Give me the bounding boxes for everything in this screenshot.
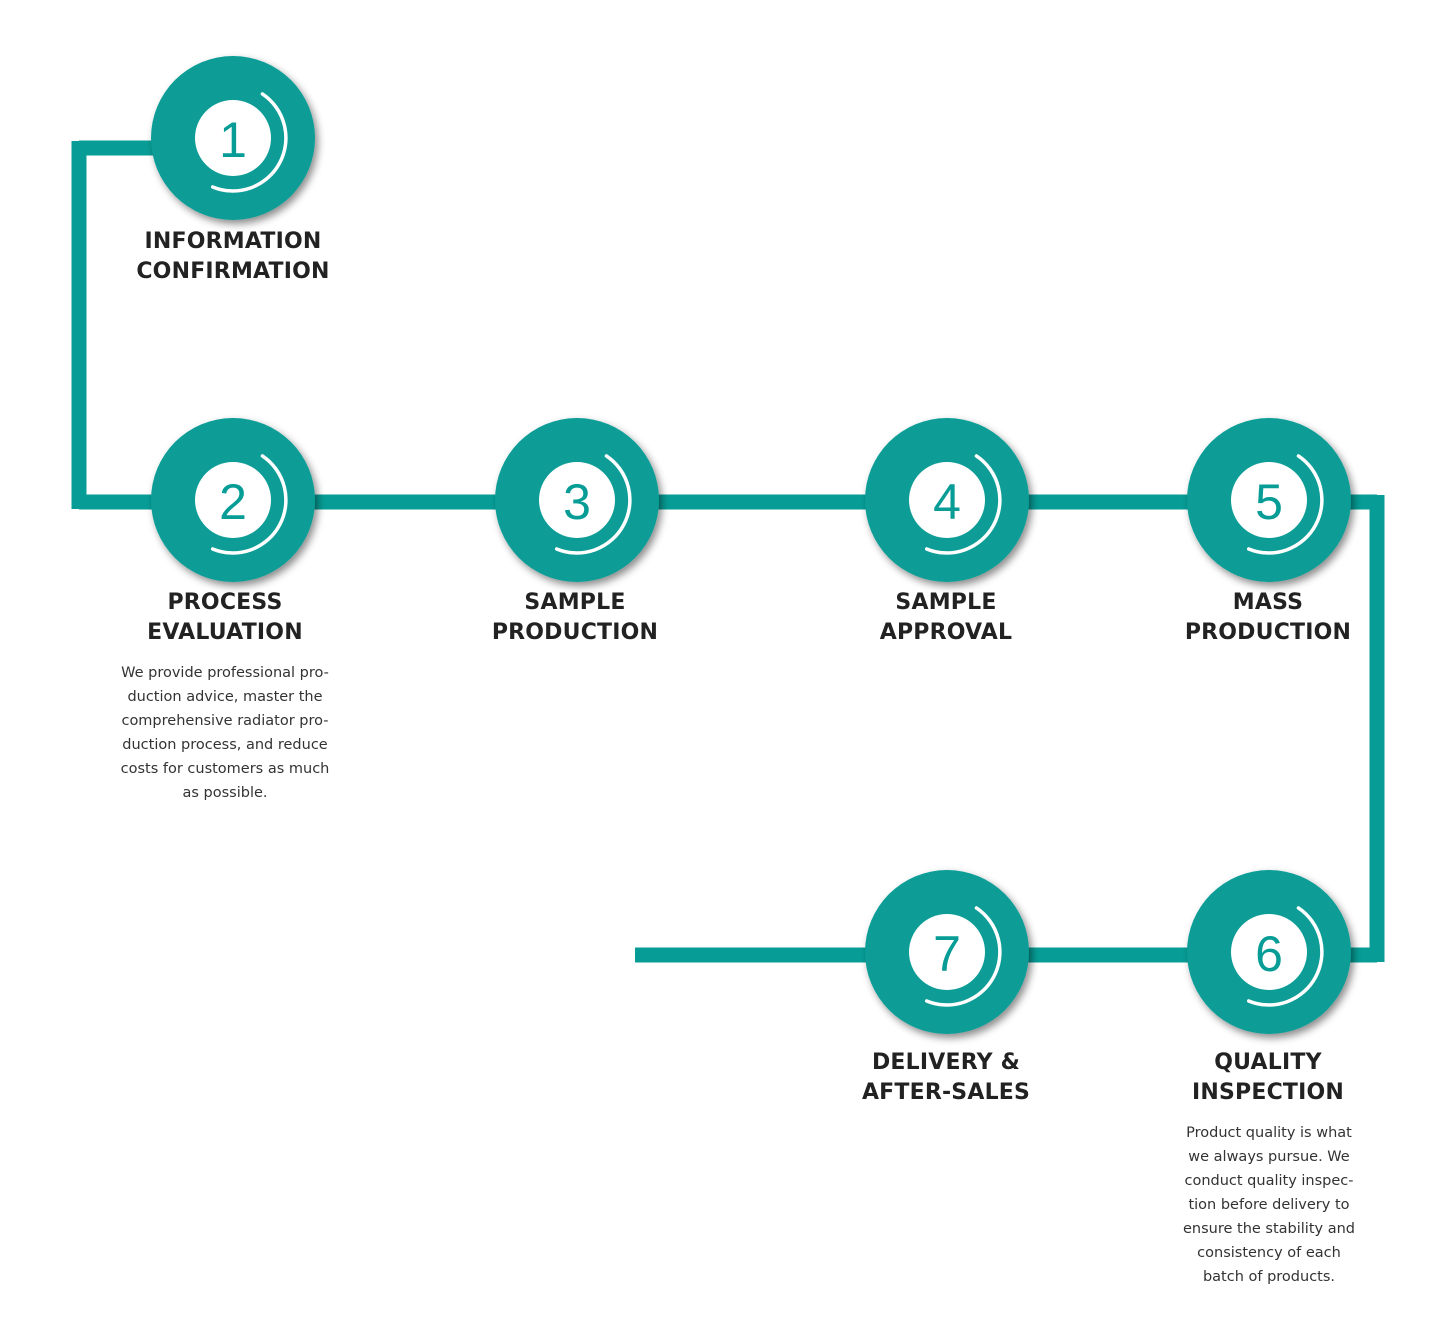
- step-title-1: INFORMATION CONFIRMATION: [103, 227, 363, 287]
- progress-arc-icon: [1246, 906, 1324, 1007]
- description-line: conduct quality inspec-: [1184, 1173, 1354, 1189]
- step-title-6: QUALITY INSPECTION: [1138, 1048, 1398, 1108]
- inner-circle: [539, 462, 615, 538]
- inner-circle: [909, 462, 985, 538]
- step-description-2: We provide professional pro- duction adv…: [110, 661, 340, 805]
- step-node-6: 6: [1187, 870, 1351, 1034]
- description-line: we always pursue. We: [1188, 1149, 1350, 1165]
- step-number: 1: [219, 112, 247, 168]
- step-title-line: APPROVAL: [879, 620, 1013, 645]
- step-title-line: CONFIRMATION: [136, 259, 330, 284]
- description-line: costs for customers as much: [120, 761, 330, 777]
- description-line: ensure the stability and: [1182, 1221, 1355, 1237]
- step-title-line: EVALUATION: [147, 620, 303, 645]
- step-title-line: PRODUCTION: [1184, 620, 1352, 645]
- step-node-5: 5: [1187, 418, 1351, 582]
- description-line: comprehensive radiator pro-: [121, 713, 329, 729]
- step-number: 6: [1255, 926, 1283, 982]
- inner-circle: [909, 914, 985, 990]
- description-line: duction advice, master the: [127, 689, 323, 705]
- description-line: duction process, and reduce: [122, 737, 328, 753]
- step-title-4: SAMPLE APPROVAL: [816, 588, 1076, 648]
- step-title-2: PROCESS EVALUATION: [95, 588, 355, 648]
- step-title-3: SAMPLE PRODUCTION: [445, 588, 705, 648]
- step-number: 2: [219, 474, 247, 530]
- inner-circle: [1231, 914, 1307, 990]
- step-title-line: INSPECTION: [1191, 1080, 1345, 1105]
- step-node-2: 2: [151, 418, 315, 582]
- inner-circle: [1231, 462, 1307, 538]
- step-title-line: PRODUCTION: [491, 620, 659, 645]
- description-line: tion before delivery to: [1188, 1197, 1350, 1213]
- step-title-5: MASS PRODUCTION: [1138, 588, 1398, 648]
- inner-circle: [195, 100, 271, 176]
- step-number: 4: [933, 474, 961, 530]
- step-title-line: SAMPLE: [524, 590, 626, 615]
- step-title-line: AFTER-SALES: [861, 1080, 1031, 1105]
- step-node-4: 4: [865, 418, 1029, 582]
- progress-arc-icon: [210, 92, 288, 193]
- progress-arc-icon: [210, 454, 288, 555]
- step-title-line: MASS: [1232, 590, 1304, 615]
- step-number: 3: [563, 474, 591, 530]
- step-title-7: DELIVERY & AFTER-SALES: [816, 1048, 1076, 1108]
- step-title-line: PROCESS: [167, 590, 283, 615]
- progress-arc-icon: [924, 906, 1002, 1007]
- description-line: We provide professional pro-: [121, 665, 329, 681]
- step-node-1: 1: [151, 56, 315, 220]
- progress-arc-icon: [924, 454, 1002, 555]
- step-description-6: Product quality is what we always pursue…: [1164, 1121, 1374, 1289]
- step-title-line: DELIVERY &: [871, 1050, 1021, 1075]
- step-title-line: INFORMATION: [144, 229, 322, 254]
- step-title-line: QUALITY: [1214, 1050, 1322, 1075]
- progress-arc-icon: [554, 454, 632, 555]
- inner-circle: [195, 462, 271, 538]
- step-node-3: 3: [495, 418, 659, 582]
- progress-arc-icon: [1246, 454, 1324, 555]
- step-node-7: 7: [865, 870, 1029, 1034]
- step-number: 7: [933, 926, 961, 982]
- description-line: batch of products.: [1202, 1269, 1336, 1285]
- step-number: 5: [1255, 474, 1283, 530]
- description-line: consistency of each: [1197, 1245, 1341, 1261]
- description-line: Product quality is what: [1186, 1125, 1352, 1141]
- description-line: as possible.: [182, 785, 268, 801]
- step-title-line: SAMPLE: [895, 590, 997, 615]
